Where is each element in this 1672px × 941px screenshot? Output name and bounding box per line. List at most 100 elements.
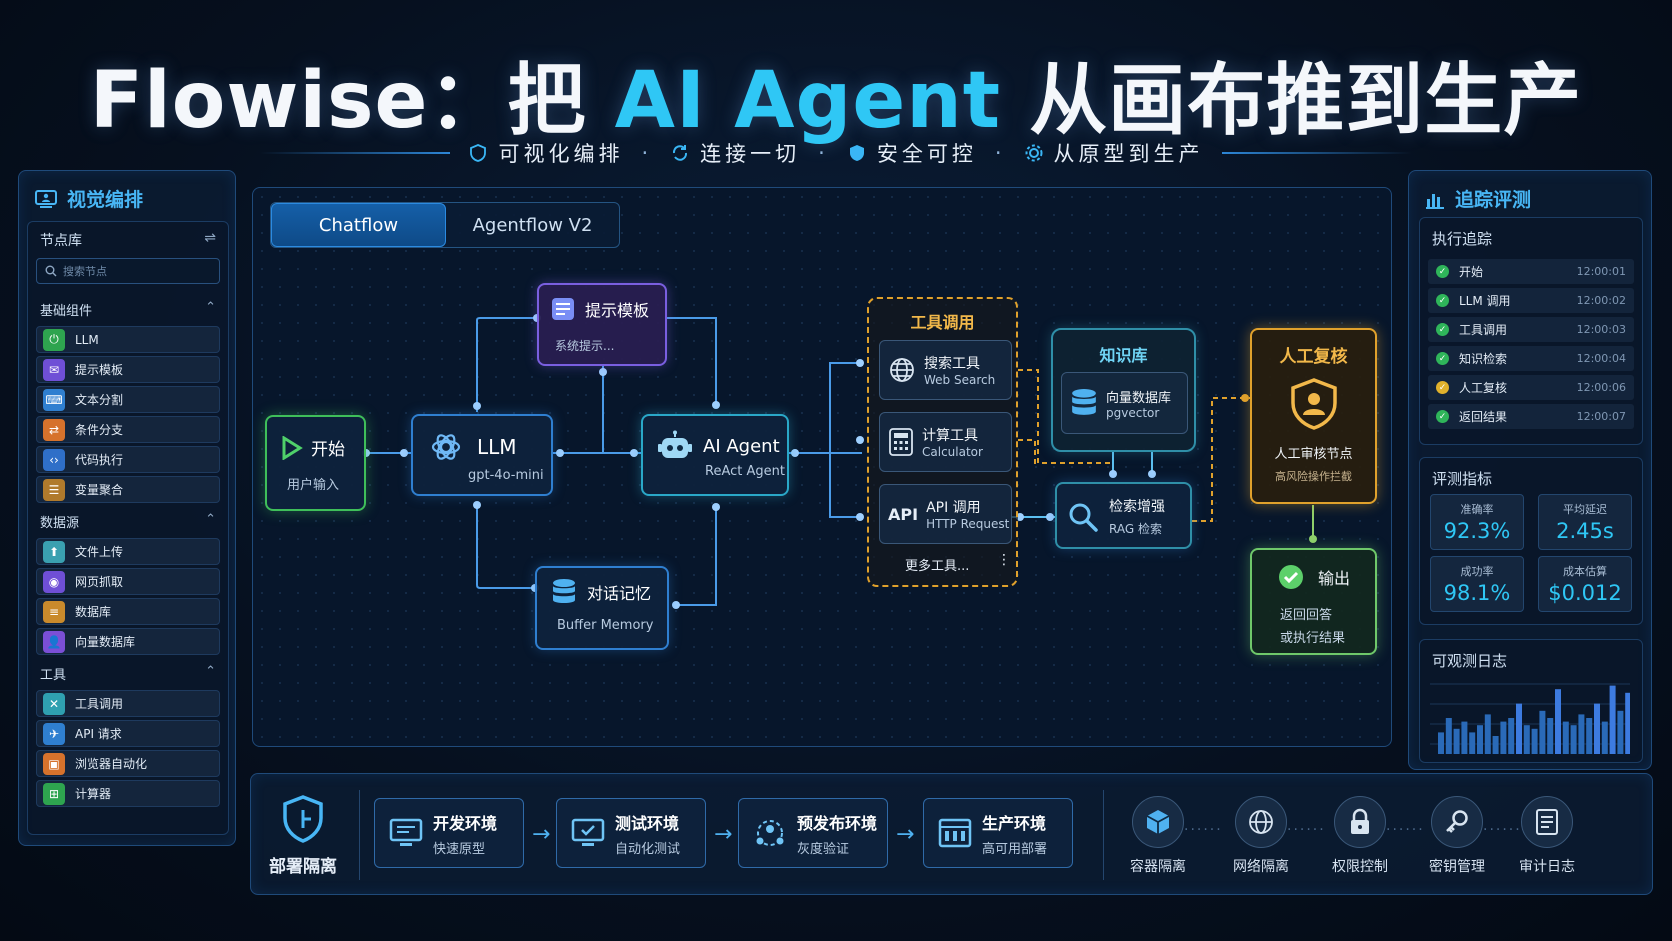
chevron-up-icon[interactable]: ⌃ (205, 664, 216, 679)
library-node-item[interactable]: ☰变量聚合 (36, 476, 220, 503)
node-type-icon: ⬆ (43, 540, 65, 563)
tab-agentflow-v2[interactable]: Agentflow V2 (472, 214, 593, 236)
env-card[interactable]: 测试环境自动化测试 (556, 798, 706, 868)
dotted-connector: ······ (1184, 822, 1223, 838)
dotted-connector: ······ (1483, 822, 1522, 838)
metric-value: 2.45s (1556, 519, 1614, 543)
library-node-item[interactable]: ⌨文本分割 (36, 386, 220, 413)
log-bar (1523, 725, 1530, 754)
library-node-item[interactable]: ✉提示模板 (36, 356, 220, 383)
security-item[interactable]: 密钥管理 (1417, 796, 1497, 876)
cube-icon (1146, 810, 1170, 834)
trace-time: 12:00:04 (1576, 352, 1626, 365)
prompt-title: 提示模板 (585, 301, 650, 320)
node-type-icon: ⏻ (43, 328, 65, 351)
metric-label: 成本估算 (1563, 565, 1607, 578)
node-library: 节点库⇌ 搜索节点 基础组件⌃⏻LLM✉提示模板⌨文本分割⇄条件分支‹›代码执行… (27, 221, 229, 835)
security-item[interactable]: 权限控制 (1320, 796, 1400, 876)
search-node-input[interactable]: 搜索节点 (36, 258, 220, 284)
output-node[interactable]: 输出 返回回答 或执行结果 (1250, 548, 1377, 655)
library-node-item[interactable]: ▣浏览器自动化 (36, 750, 220, 777)
network-users-icon (756, 820, 784, 846)
node-item-label: 文件上传 (75, 545, 124, 559)
check-icon: ✓ (1436, 352, 1449, 365)
library-group-header[interactable]: 工具 ⌃ (28, 658, 228, 687)
security-label: 审计日志 (1519, 859, 1575, 875)
deploy-header: 部署隔离 (263, 794, 343, 877)
feature-label: 从原型到生产 (1053, 142, 1204, 166)
log-bar (1492, 736, 1499, 754)
log-bar (1539, 710, 1546, 754)
library-node-item[interactable]: ✈API 请求 (36, 720, 220, 747)
trace-label: 工具调用 (1459, 323, 1508, 337)
security-item[interactable]: 网络隔离 (1221, 796, 1301, 876)
library-node-item[interactable]: ⬆ 文件上传 (36, 538, 220, 565)
metric-card: 成本估算$0.012 (1538, 556, 1632, 612)
log-bar (1508, 718, 1515, 754)
library-group-header[interactable]: 基础组件⌃ (28, 294, 228, 323)
library-node-item[interactable]: ‹›代码执行 (36, 446, 220, 473)
chevron-up-icon[interactable]: ⌃ (205, 300, 216, 315)
more-icon[interactable]: ⋮ (997, 552, 1011, 568)
security-item[interactable]: 容器隔离 (1118, 796, 1198, 876)
start-node[interactable]: 开始 用户输入 (265, 415, 366, 511)
env-card[interactable]: 生产环境高可用部署 (923, 798, 1073, 868)
library-node-item[interactable]: ⇄条件分支 (36, 416, 220, 443)
metric-label: 准确率 (1460, 503, 1494, 516)
log-bar (1578, 714, 1585, 754)
api-badge: API (888, 504, 919, 524)
node-type-icon: ≡ (43, 600, 65, 623)
left-panel-header: 视觉编排 (19, 171, 235, 212)
dotted-connector: ······ (1386, 822, 1425, 838)
output-sub-1: 返回回答 (1280, 608, 1333, 623)
trace-time: 12:00:01 (1576, 265, 1626, 278)
vector-db-sub: pgvector (1106, 405, 1160, 420)
agent-node[interactable]: AI Agent ReAct Agent (641, 414, 789, 496)
env-card[interactable]: 开发环境快速原型 (374, 798, 524, 868)
log-bar (1516, 703, 1522, 754)
node-type-icon: ⌨ (43, 388, 65, 411)
filter-icon[interactable]: ⇌ (204, 230, 216, 246)
rag-title: 检索增强 (1109, 499, 1165, 515)
play-icon (282, 435, 303, 460)
arrow-right-icon: → (896, 822, 915, 847)
more-tools-link[interactable]: 更多工具... (905, 559, 970, 574)
security-item[interactable]: 审计日志 (1507, 796, 1587, 876)
group-name: 工具 (40, 668, 67, 683)
library-group-header[interactable]: 数据源⌃ (28, 506, 228, 535)
monitor-code-icon (389, 818, 423, 846)
server-grid-icon (938, 818, 972, 848)
memory-node[interactable]: 对话记忆 Buffer Memory (535, 566, 669, 650)
library-node-item[interactable]: ◉网页抓取 (36, 568, 220, 595)
lock-shield-icon (849, 145, 864, 161)
log-title: 可观测日志 (1432, 652, 1508, 670)
review-node-title: 人工审核节点 (1274, 447, 1353, 462)
library-node-item[interactable]: ⏻LLM (36, 326, 220, 353)
chevron-up-icon[interactable]: ⌃ (205, 512, 216, 527)
node-type-icon: ⊞ (43, 782, 65, 805)
llm-node[interactable]: LLM gpt-4o-mini (411, 414, 553, 496)
library-node-item[interactable]: ✕工具调用 (36, 690, 220, 717)
security-icon-circle (1132, 796, 1184, 848)
human-review-node[interactable]: 人工复核 人工审核节点 高风险操作拦截 (1250, 328, 1377, 504)
library-node-item[interactable]: ⊞计算器 (36, 780, 220, 807)
tab-chatflow[interactable]: Chatflow (271, 203, 446, 247)
library-node-item[interactable]: ≡数据库 (36, 598, 220, 625)
env-card[interactable]: 预发布环境灰度验证 (738, 798, 888, 868)
prompt-node[interactable]: 提示模板 系统提示... (537, 283, 667, 366)
library-node-item[interactable]: 👤向量数据库 (36, 628, 220, 655)
